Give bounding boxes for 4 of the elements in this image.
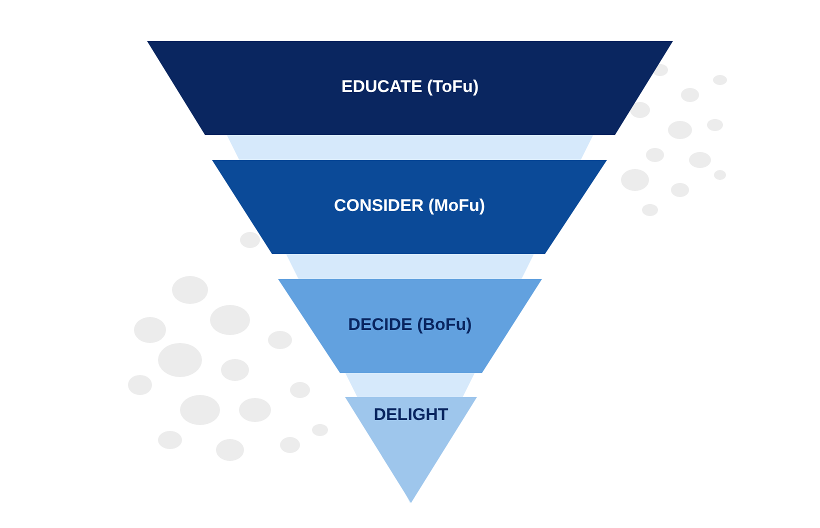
stage-label: DECIDE (BoFu)	[347, 315, 473, 335]
stage-label: CONSIDER (MoFu)	[332, 196, 486, 216]
stage-label: DELIGHT	[372, 405, 450, 425]
stage-label: EDUCATE (ToFu)	[340, 77, 480, 97]
